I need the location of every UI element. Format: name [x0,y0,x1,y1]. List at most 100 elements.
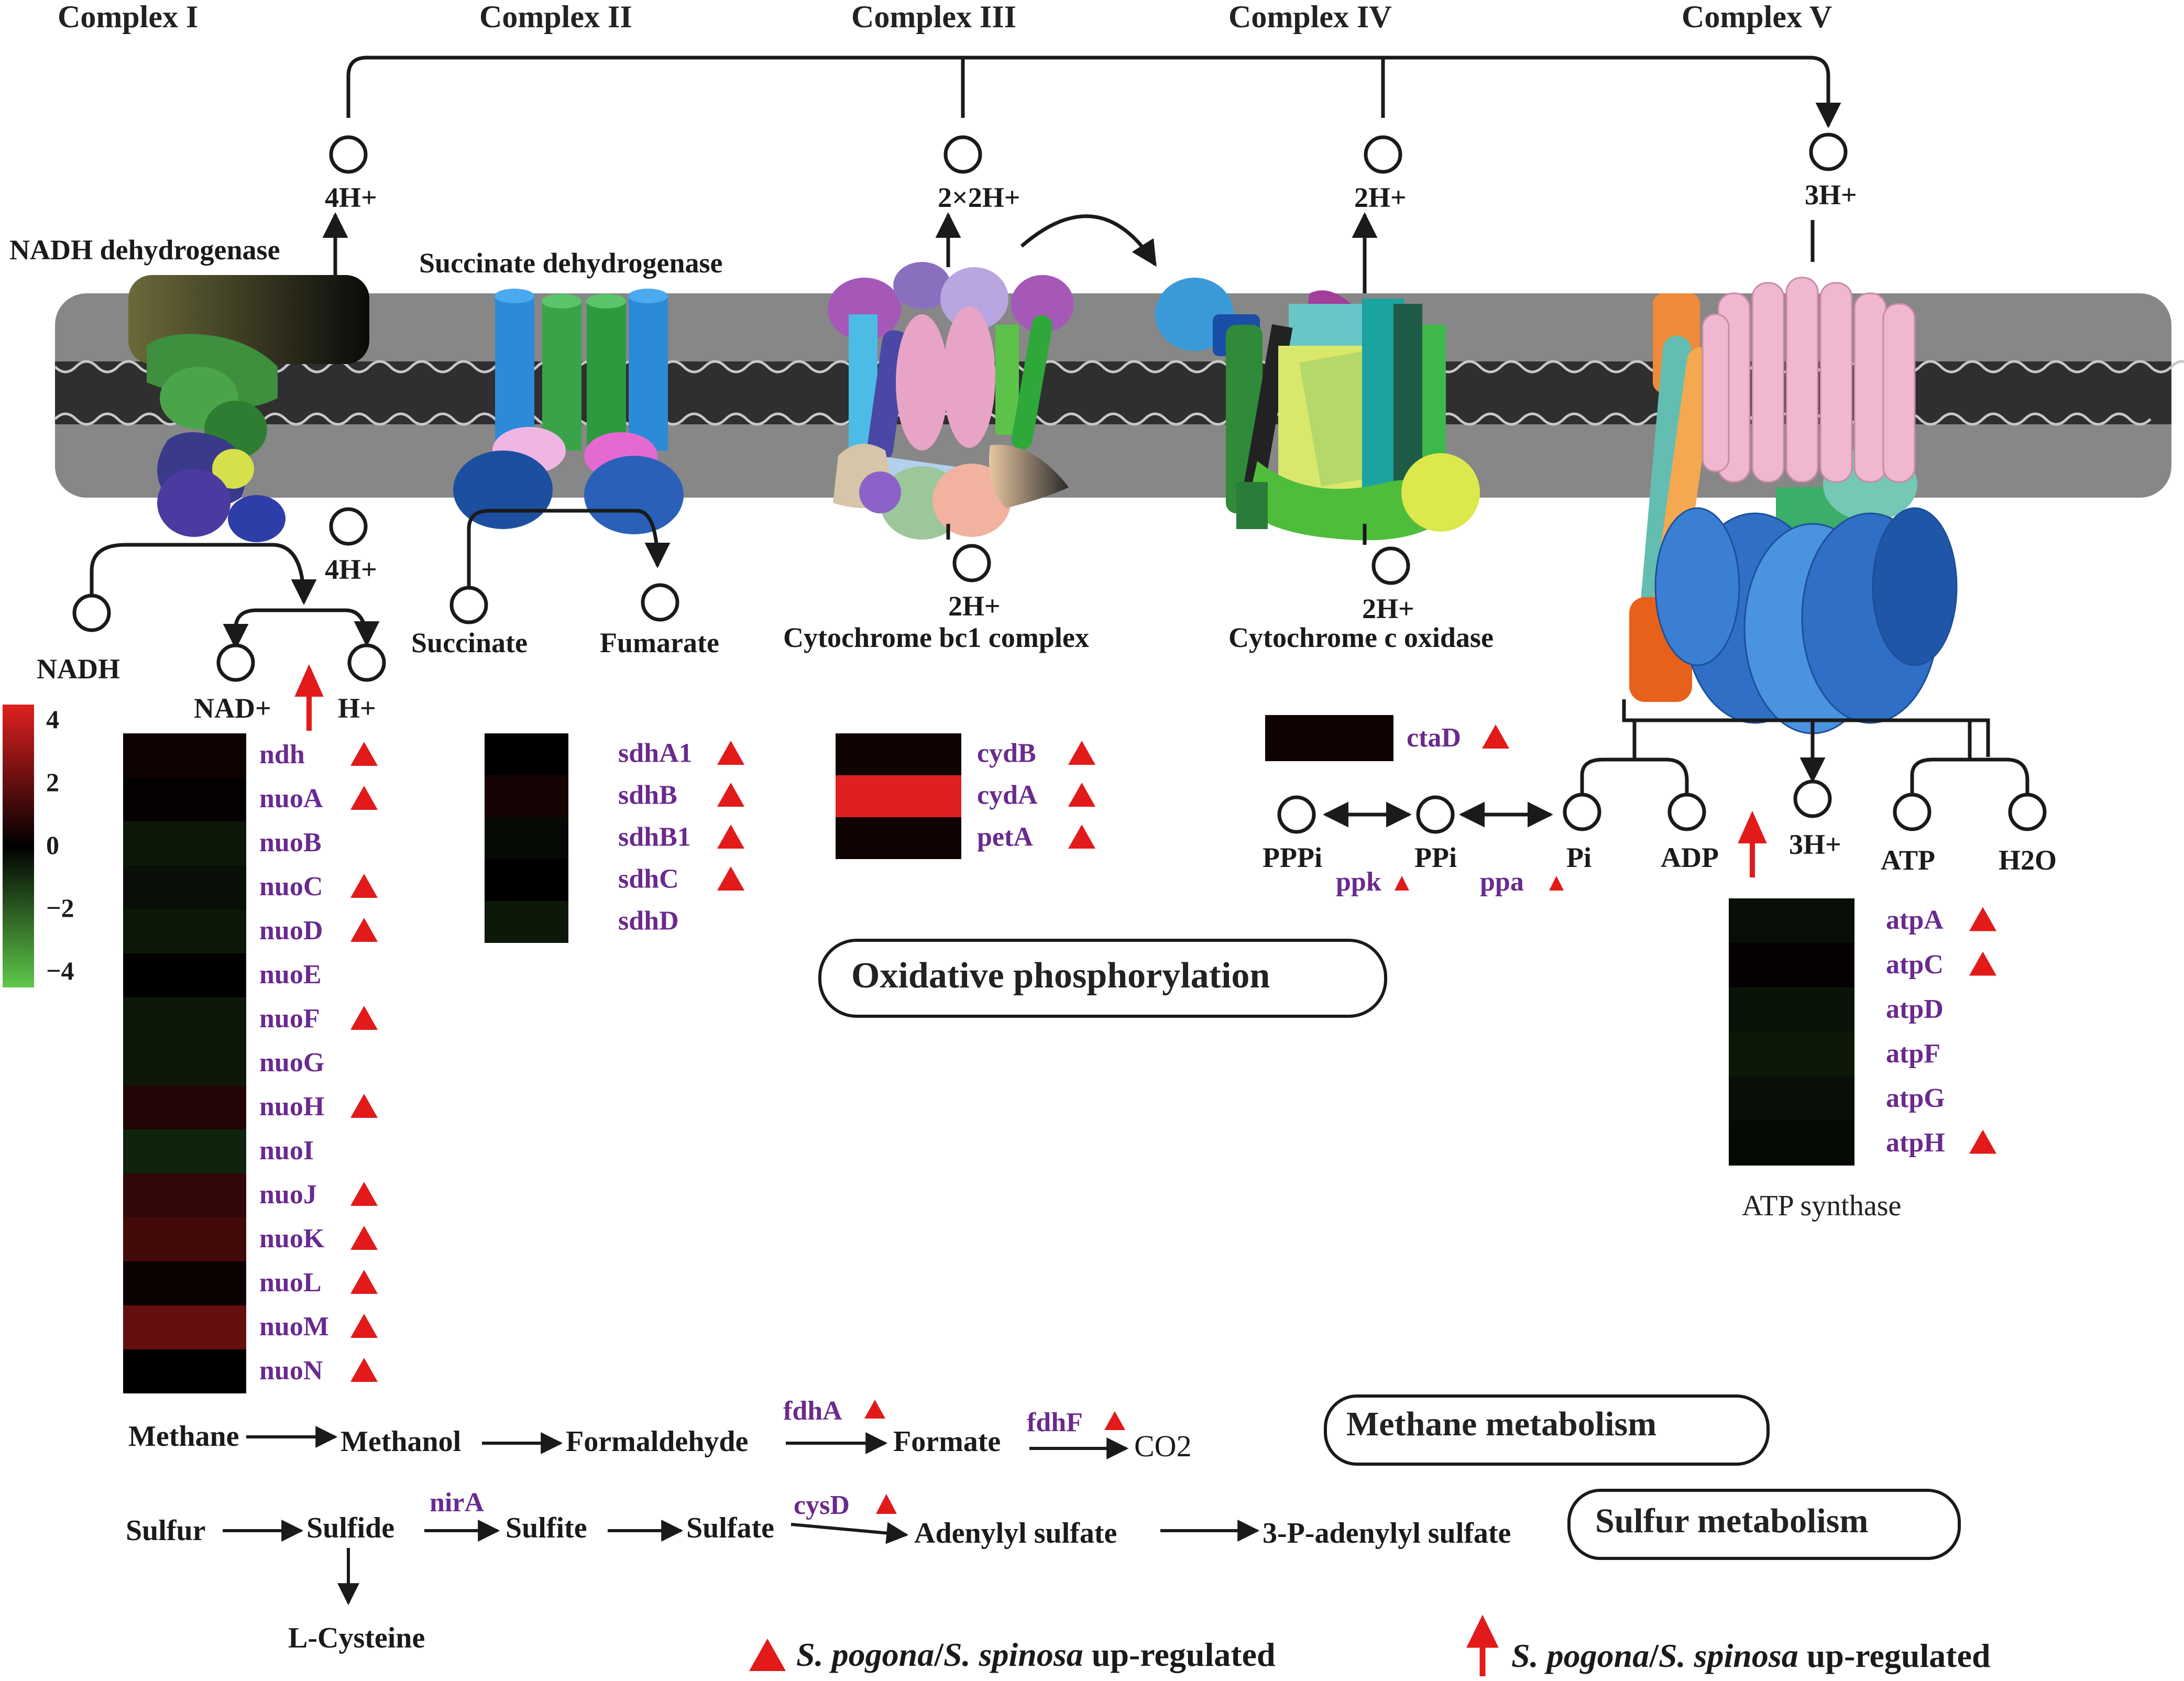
heatmap-cell [1265,715,1393,761]
heatmap-cell [123,1217,246,1261]
c4-bottom-protons: 2H+ [1362,593,1414,624]
fdhf-up-triangle [1104,1411,1125,1430]
pppi-label: PPPi [1263,842,1322,873]
up-regulated-triangle [1969,951,1996,976]
gene-label: nuoL [259,1268,322,1298]
sulfur-node: Sulfur [126,1514,206,1547]
complex-3-header: Complex III [851,0,1016,34]
heatmap-cell [123,1173,246,1217]
complex-4-protein [1155,278,1480,541]
h-label: H+ [338,693,376,724]
methane-pathway: Methane Methanol Formaldehyde fdhA Forma… [128,1396,1192,1463]
sulfur-title: Sulfur metabolism [1595,1502,1868,1540]
up-regulated-triangle [1482,724,1509,749]
membrane [54,293,2184,498]
succinate-label: Succinate [411,627,528,658]
methanol-node: Methanol [341,1425,461,1458]
heatmap-cell [123,953,246,997]
oxphos-title-box [818,939,1387,1018]
gene-label: atpG [1886,1083,1945,1113]
h2o-label: H2O [1999,844,2057,876]
complex-3-protein [828,262,1074,540]
up-regulated-triangle [1068,741,1095,765]
nadh-label: NADH [37,653,120,685]
legend-triangle-label: S. pogona/S. spinosa up-regulated [796,1636,1276,1673]
legend-arrow [1466,1614,1499,1676]
heatmap-cell [1729,1121,1854,1166]
c5-top-protons: 3H+ [1805,179,1857,211]
up-regulated-triangle [717,741,744,765]
nad-up-arrow [294,664,324,731]
gene-label: nuoD [259,916,323,946]
atp-label: ATP [1881,844,1935,876]
heatmap-cell [1729,1032,1854,1076]
gene-label: sdhB [618,780,677,810]
heatmap-cell [1729,943,1854,987]
c5-bottom-protons: 3H+ [1789,829,1841,860]
complex-5-reaction [1580,699,2029,799]
complex-4-header: Complex IV [1228,0,1392,34]
fdha-up-triangle [864,1400,885,1419]
gene-label: nuoI [259,1136,314,1166]
fdha-enzyme: fdhA [783,1396,842,1426]
heatmap-cell [123,865,246,909]
heatmap-complex-4: ctaD [1265,715,1509,761]
gene-label: nuoJ [259,1180,317,1210]
heatmap-cell [123,997,246,1041]
colorbar-tick: −4 [46,956,74,985]
heatmap-cell [836,817,961,859]
nad-label: NAD+ [194,693,271,724]
up-regulated-triangle [350,1006,378,1030]
gene-label: nuoN [259,1356,323,1386]
methane-title: Methane metabolism [1346,1405,1656,1443]
legend-triangle [749,1639,786,1671]
adp-label: ADP [1661,842,1719,873]
up-regulated-triangle [350,786,378,810]
cytochrome-c-oxidase-label: Cytochrome c oxidase [1228,622,1494,653]
complex-5-header: Complex V [1682,0,1832,34]
co2-node: CO2 [1134,1429,1192,1463]
c1-bottom-protons: 4H+ [325,554,377,585]
p-adenylyl-sulfate-node: 3-P-adenylyl sulfate [1263,1517,1511,1550]
ppi-label: PPi [1414,842,1457,873]
up-regulated-triangle [717,783,744,807]
ppa-up-triangle [1549,876,1564,891]
gene-label: nuoF [259,1004,320,1034]
legend-arrow-label: S. pogona/S. spinosa up-regulated [1511,1637,1991,1674]
fdhf-enzyme: fdhF [1027,1408,1083,1437]
gene-label: nuoC [259,872,323,902]
proton-circuit [346,56,1841,128]
up-regulated-triangle [350,742,378,766]
complex-4-protons: 2H+ 2H+ [1352,135,1414,624]
complex-5-protons: 3H+ [1805,133,1857,262]
colorbar [3,705,34,987]
colorbar-tick: −2 [46,893,74,922]
complex-5-protein [1629,277,1958,734]
fumarate-label: Fumarate [600,627,719,658]
gene-label: petA [977,822,1033,852]
complex-1-protons: 4H+ 4H+ [322,135,377,585]
oxphos-title: Oxidative phosphorylation [851,955,1270,996]
sulfate-node: Sulfate [686,1512,774,1544]
cysd-up-triangle [876,1494,897,1514]
c4-top-protons: 2H+ [1354,182,1407,213]
heatmap-complex-1: ndhnuoAnuoBnuoCnuoDnuoEnuoFnuoGnuoHnuoIn… [123,733,378,1393]
cytochrome-bc1-label: Cytochrome bc1 complex [783,622,1089,653]
heatmap-cell [123,733,246,777]
gene-label: atpA [1886,905,1944,935]
sulfite-node: Sulfite [506,1512,587,1544]
colorbar-tick: 4 [46,705,59,734]
up-regulated-triangle [350,918,378,942]
up-regulated-triangle [1068,783,1095,807]
up-regulated-triangle [350,1094,378,1118]
gene-label: nuoG [259,1048,324,1078]
colorbar-ticks: 420−2−4 [46,705,74,985]
heatmap-cell [836,775,961,817]
up-regulated-triangle [1969,907,1996,931]
nadh-reaction [90,543,380,650]
heatmap-cell [123,1349,246,1393]
heatmap-cell [485,859,568,901]
